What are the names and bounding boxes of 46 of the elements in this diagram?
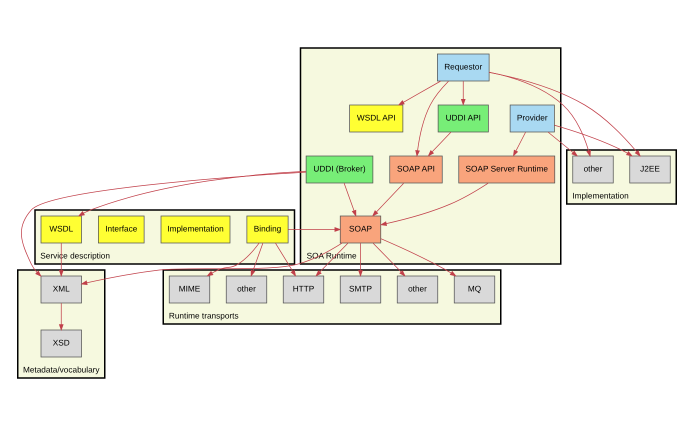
node-box: MIME [168,276,210,304]
node-box: other [572,156,614,184]
node-box: Implementation [160,216,230,244]
arrow [428,132,452,156]
node-box: other [396,276,438,304]
node-box: UDDI (Broker) [306,156,374,184]
arrow [398,80,441,106]
arrow [460,80,466,106]
arrow [548,132,578,157]
node-box: Requestor [437,54,490,82]
arrow [512,132,526,157]
arrow [80,242,342,286]
arrow [250,242,264,277]
arrow [554,124,633,157]
node-box: XML [40,276,82,304]
arrow [488,72,591,158]
arrow [58,302,64,332]
node-box: XSD [40,330,82,358]
node-box: Provider [510,104,555,132]
arrow [288,227,342,232]
node-box: Binding [246,216,288,244]
arrow [415,80,449,157]
node-box: UDDI API [438,104,489,132]
arrow [58,242,64,277]
arrow [78,170,306,216]
node-box: MQ [454,276,496,304]
arrow [488,72,641,157]
node-box: WSDL [40,216,82,244]
node-box: HTTP [282,276,324,304]
node-box: SOAP API [389,156,443,184]
node-box: WSDL API [349,104,404,132]
arrow [372,242,406,277]
node-box: other [226,276,268,304]
arrow [380,182,489,226]
arrow [358,242,363,277]
arrow [21,172,306,277]
arrow [372,182,404,217]
node-box: SMTP [340,276,382,304]
node-box: J2EE [629,156,671,184]
arrow [275,242,296,277]
arrow [206,242,260,276]
node-box: SOAP Server Runtime [458,156,556,184]
node-box: Interface [98,216,144,244]
arrow [380,238,457,276]
arrow [344,182,356,217]
node-box: SOAP [340,216,382,244]
